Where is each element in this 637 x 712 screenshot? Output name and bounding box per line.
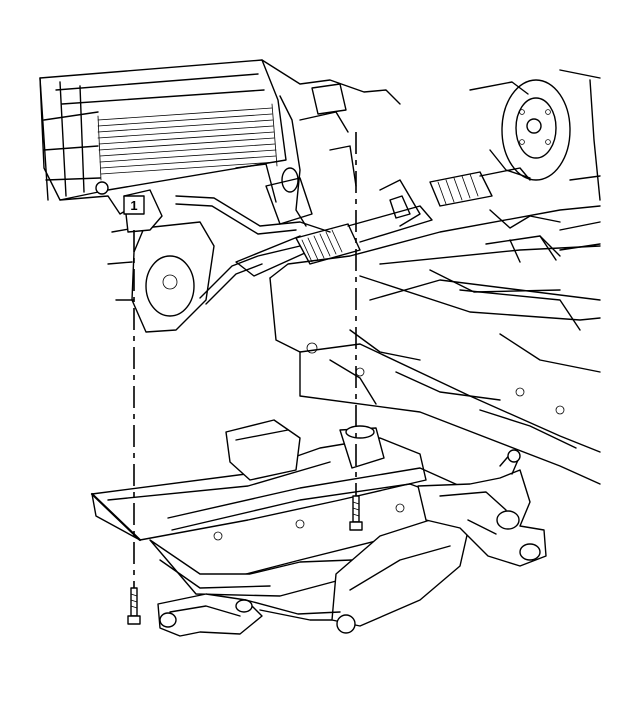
steering-rack <box>235 167 531 277</box>
strut-tower <box>235 59 401 227</box>
underbody-floor-pan <box>269 179 601 485</box>
engine-cradle-frame <box>90 419 547 637</box>
callout-1: 1 <box>123 195 145 215</box>
steering-knuckle-left <box>107 189 215 333</box>
cradle-bolt-right <box>349 132 363 531</box>
stabilizer-bar <box>175 195 331 305</box>
callout-1-label: 1 <box>130 198 137 213</box>
brake-rotor-right <box>469 69 601 201</box>
radiator-condenser <box>39 59 287 215</box>
cradle-bolt-left <box>127 230 141 625</box>
